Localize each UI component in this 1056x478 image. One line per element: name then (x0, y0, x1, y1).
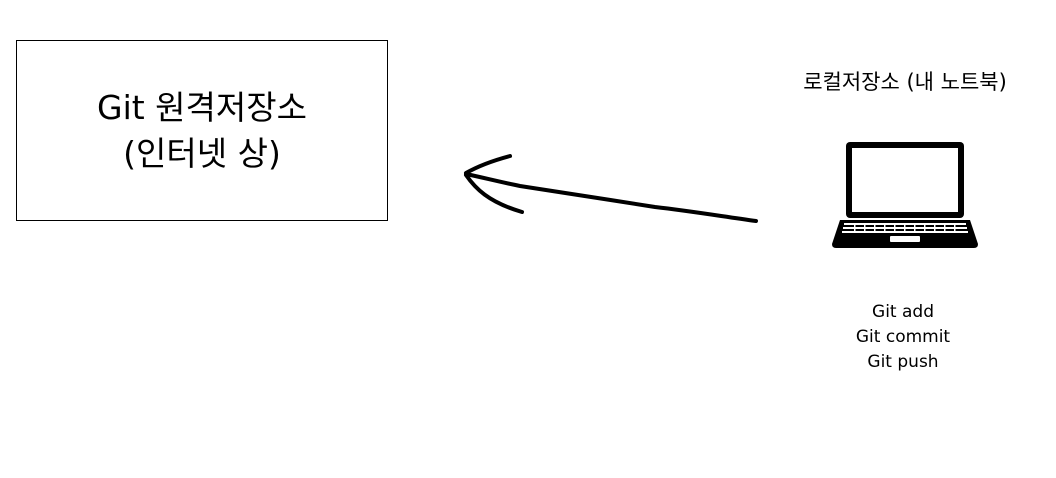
push-arrow-head-lower (464, 173, 524, 214)
push-arrow-shaft (464, 172, 758, 223)
laptop-icon (832, 142, 978, 248)
git-add-command: Git add (872, 302, 934, 322)
local-repository-title: 로컬저장소 (내 노트북) (803, 70, 1007, 94)
git-command-list: Git add Git commit Git push (820, 300, 986, 375)
git-commit-command: Git commit (855, 327, 951, 347)
git-push-command: Git push (867, 352, 939, 372)
remote-repository-box: Git 원격저장소 (인터넷 상) (16, 40, 388, 221)
push-arrow-head-upper (464, 154, 512, 175)
remote-repository-title: Git 원격저장소 (97, 87, 307, 127)
remote-repository-subtitle: (인터넷 상) (123, 133, 281, 173)
